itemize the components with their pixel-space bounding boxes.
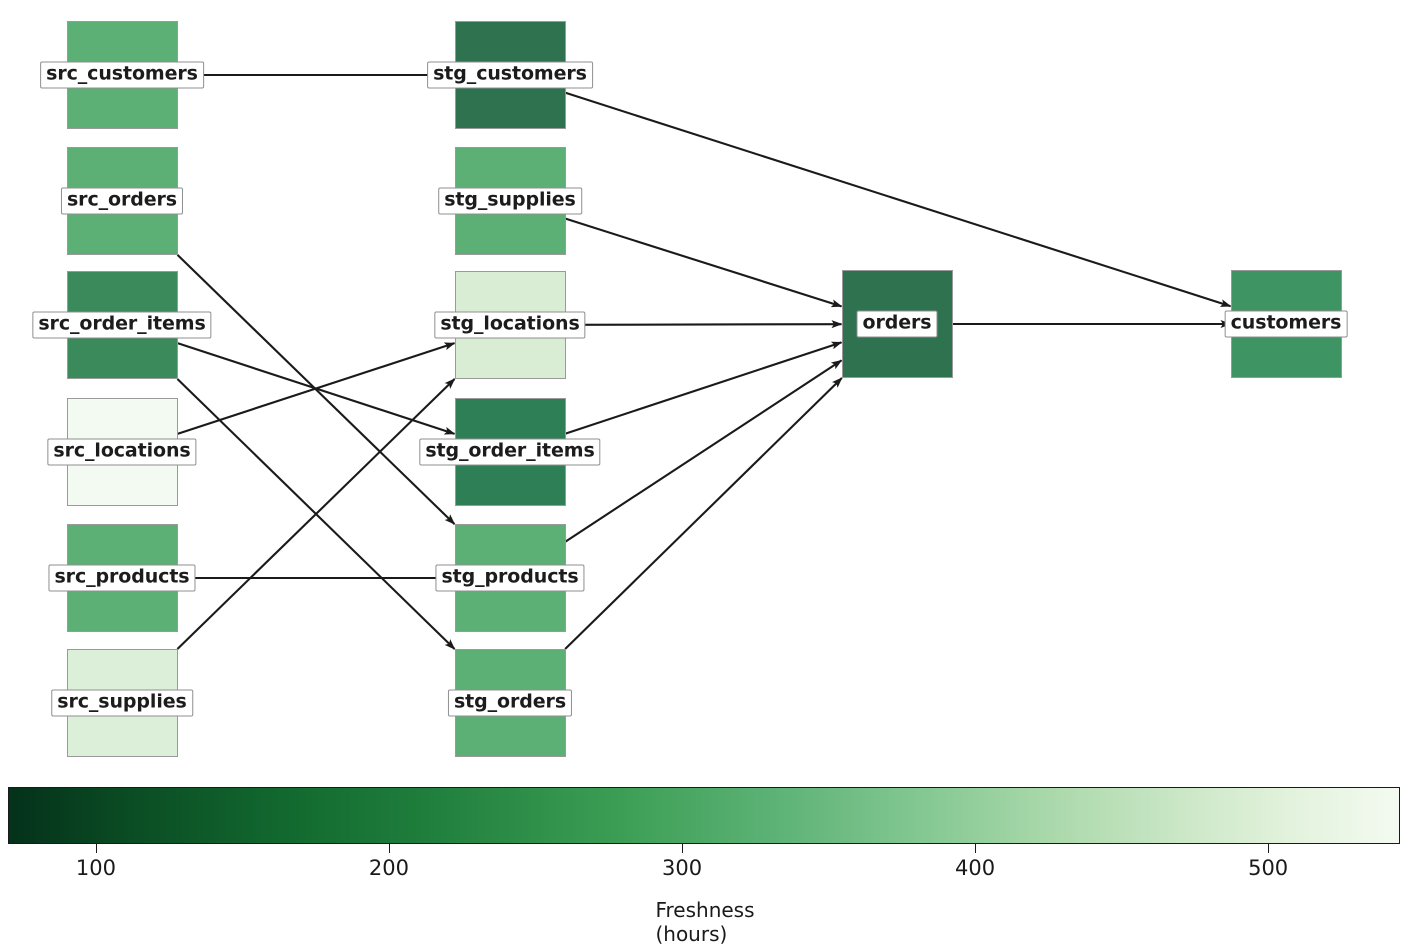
- colorbar-tick-mark: [95, 844, 98, 853]
- edge-stg_order_items-to-orders: [565, 341, 843, 435]
- colorbar-tick-label: 300: [661, 856, 703, 880]
- colorbar-axis-label: Freshness (hours): [655, 898, 755, 946]
- node-label-stg_customers[interactable]: stg_customers: [427, 61, 593, 89]
- edge-stg_products-to-orders: [564, 359, 843, 543]
- colorbar-gradient: [8, 787, 1400, 844]
- node-label-src_customers[interactable]: src_customers: [40, 61, 204, 89]
- node-label-stg_orders[interactable]: stg_orders: [447, 689, 573, 717]
- node-label-stg_locations[interactable]: stg_locations: [434, 311, 586, 339]
- node-label-src_order_items[interactable]: src_order_items: [32, 311, 212, 339]
- node-label-src_supplies[interactable]: src_supplies: [51, 689, 193, 717]
- node-label-customers[interactable]: customers: [1224, 310, 1348, 338]
- edge-src_locations-to-stg_locations: [177, 342, 456, 435]
- edge-stg_customers-to-customers: [565, 91, 1232, 308]
- node-label-stg_supplies[interactable]: stg_supplies: [438, 187, 582, 215]
- edge-stg_supplies-to-orders: [565, 217, 843, 308]
- edge-stg_orders-to-orders: [564, 377, 843, 650]
- colorbar-tick-label: 100: [75, 856, 116, 880]
- node-label-stg_products[interactable]: stg_products: [435, 564, 585, 592]
- node-label-src_orders[interactable]: src_orders: [60, 187, 184, 215]
- colorbar-tick-mark: [1268, 844, 1270, 853]
- colorbar-tick-label: 500: [1248, 856, 1289, 880]
- colorbar-tick-mark: [975, 844, 977, 853]
- edge-layer: [176, 71, 1232, 650]
- colorbar-tick-label: 200: [368, 856, 409, 880]
- node-label-stg_order_items[interactable]: stg_order_items: [419, 438, 601, 466]
- node-label-src_products[interactable]: src_products: [48, 564, 196, 592]
- node-label-src_locations[interactable]: src_locations: [47, 438, 197, 466]
- node-label-orders[interactable]: orders: [856, 310, 938, 338]
- edge-stg_locations-to-orders: [565, 320, 843, 329]
- colorbar-tick-mark: [682, 844, 684, 853]
- edge-src_order_items-to-stg_orders: [176, 378, 456, 650]
- colorbar-tick-mark: [388, 844, 391, 853]
- colorbar-tick-label: 400: [955, 856, 996, 880]
